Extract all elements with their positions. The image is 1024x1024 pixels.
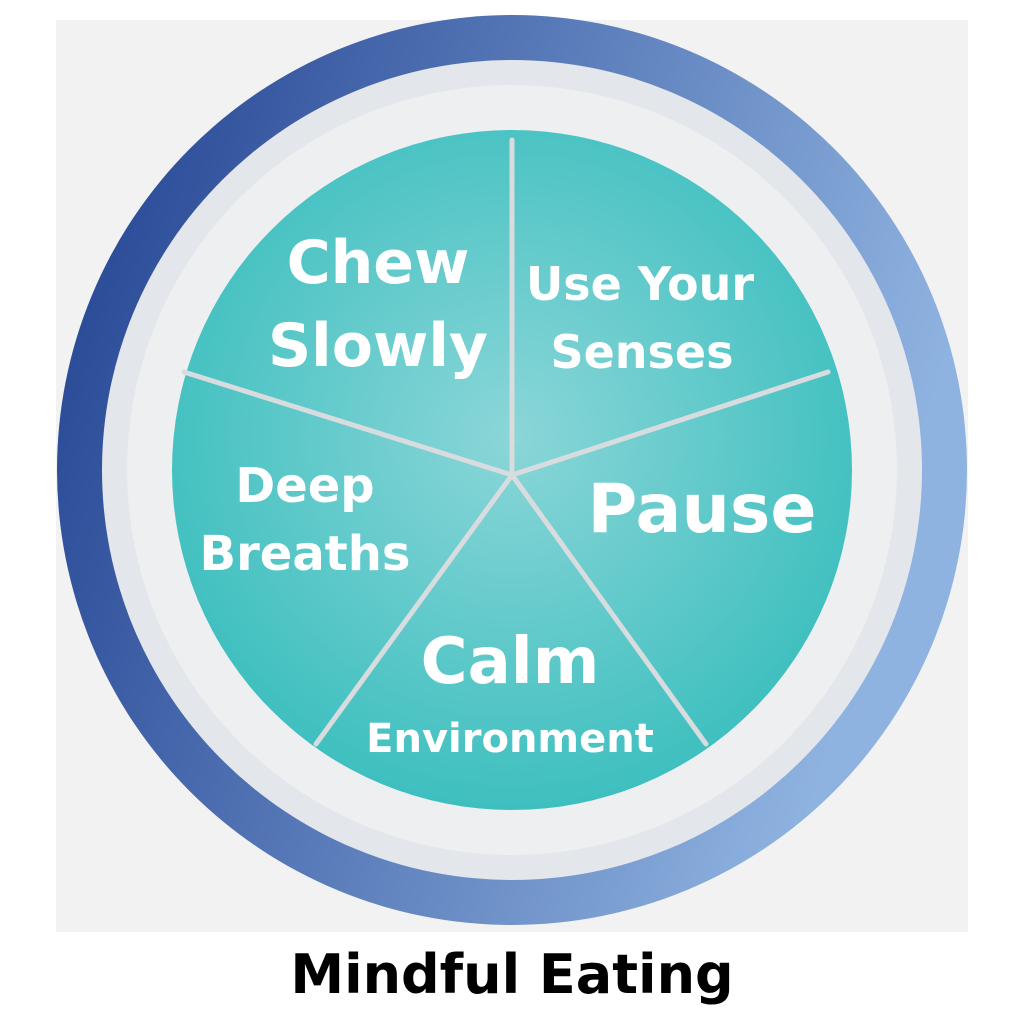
segment-label-line: Use Your [526, 257, 754, 311]
divider-3 [509, 472, 709, 747]
segment-label-line: Slowly [268, 311, 488, 381]
segment-deep-breaths: Deep Breaths [200, 458, 411, 582]
segment-use-your-senses: Use Your Senses [526, 257, 754, 379]
segment-pause: Pause [588, 470, 817, 549]
segment-label-line: Chew [287, 228, 470, 298]
diagram-title: Mindful Eating [290, 943, 734, 1006]
divider-5 [181, 369, 515, 478]
divider-4 [313, 472, 515, 747]
segment-label-line: Environment [366, 716, 654, 762]
segment-label-line: Breaths [200, 526, 411, 582]
divider-2 [509, 369, 831, 478]
segment-label-line: Deep [235, 458, 374, 514]
segment-chew-slowly: Chew Slowly [268, 228, 488, 381]
segment-label-line: Pause [588, 470, 817, 549]
segment-label-line: Senses [550, 325, 733, 379]
segment-calm-environment: Calm Environment [366, 625, 654, 762]
segment-label-line: Calm [421, 625, 600, 699]
segment-dividers [181, 137, 831, 747]
